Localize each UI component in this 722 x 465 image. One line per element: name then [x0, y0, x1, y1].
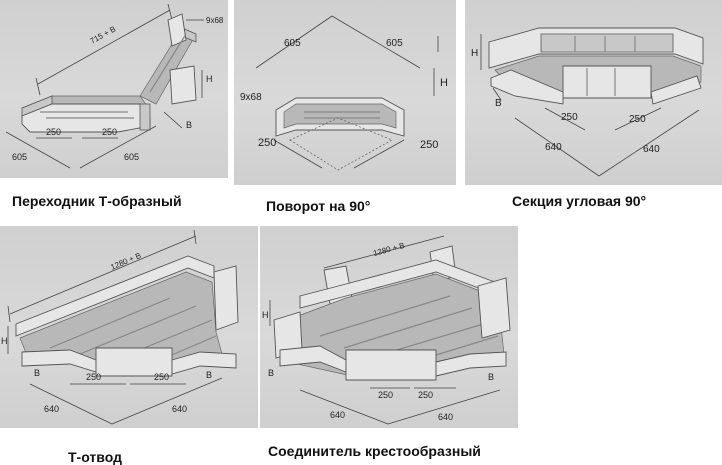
- corner-h-label: H: [471, 48, 478, 59]
- t-branch-h-label: H: [1, 336, 8, 346]
- t-adapter-width-right: 250: [102, 127, 117, 137]
- figure-cross-connector: 1280 + B H B B 250 250 640 640: [260, 226, 518, 428]
- turn-90-drawing: 605 605 H 9x68 250 250: [240, 15, 448, 171]
- t-branch-b-left: B: [34, 368, 40, 378]
- t-adapter-width-left: 250: [46, 127, 61, 137]
- t-adapter-h-label: H: [206, 74, 213, 84]
- t-adapter-b-label: B: [186, 120, 192, 130]
- turn-90-width-left: 250: [258, 137, 276, 149]
- t-branch-length-right: 640: [172, 404, 187, 414]
- t-branch-width-left: 250: [86, 372, 101, 382]
- cross-connector-drawing: 1280 + B H B B 250 250 640 640: [262, 235, 511, 425]
- t-adapter-length-right: 605: [124, 152, 139, 162]
- caption-t-branch: Т-отвод: [68, 449, 122, 465]
- corner-width-left: 250: [561, 112, 578, 123]
- corner-length-right: 640: [643, 144, 660, 155]
- cross-b-right: B: [488, 372, 494, 382]
- caption-turn-90: Поворот на 90°: [266, 198, 371, 214]
- corner-width-right: 250: [629, 114, 646, 125]
- t-adapter-length-label: 715 + B: [89, 24, 118, 45]
- caption-t-adapter: Переходник Т-образный: [12, 193, 182, 209]
- cross-length-label: 1280 + B: [372, 241, 405, 258]
- figure-t-adapter: 715 + B 9x68 H B 250 250 605 605: [0, 0, 228, 178]
- cross-length-right: 640: [438, 412, 453, 422]
- t-branch-length-label: 1280 + B: [109, 251, 142, 272]
- turn-90-length-right: 605: [386, 38, 403, 49]
- turn-90-width-right: 250: [420, 139, 438, 151]
- corner-b-label: B: [495, 98, 502, 109]
- cross-b-left: B: [268, 368, 274, 378]
- t-adapter-length-left: 605: [12, 152, 27, 162]
- turn-90-length-left: 605: [284, 38, 301, 49]
- t-adapter-drawing: 715 + B 9x68 H B 250 250 605 605: [5, 3, 224, 169]
- figure-corner-section: H B 250 250 640 640: [465, 0, 722, 185]
- caption-cross-connector: Соединитель крестообразный: [268, 443, 481, 459]
- t-branch-drawing: 1280 + B H B B 250 250 640 640: [1, 229, 239, 425]
- cross-h-label: H: [262, 310, 269, 320]
- cross-width-right: 250: [418, 390, 433, 400]
- cross-length-left: 640: [330, 410, 345, 420]
- figure-turn-90: 605 605 H 9x68 250 250: [234, 0, 456, 185]
- t-branch-b-right: B: [206, 370, 212, 380]
- caption-corner-section: Секция угловая 90°: [512, 193, 647, 209]
- turn-90-h-label: H: [440, 77, 448, 89]
- t-adapter-bolt-label: 9x68: [206, 16, 224, 25]
- t-branch-length-left: 640: [44, 404, 59, 414]
- corner-section-drawing: H B 250 250 640 640: [471, 27, 704, 177]
- turn-90-bolt-label: 9x68: [240, 92, 262, 103]
- figure-t-branch: 1280 + B H B B 250 250 640 640: [0, 226, 258, 428]
- t-branch-width-right: 250: [154, 372, 169, 382]
- cross-width-left: 250: [378, 390, 393, 400]
- corner-length-left: 640: [545, 142, 562, 153]
